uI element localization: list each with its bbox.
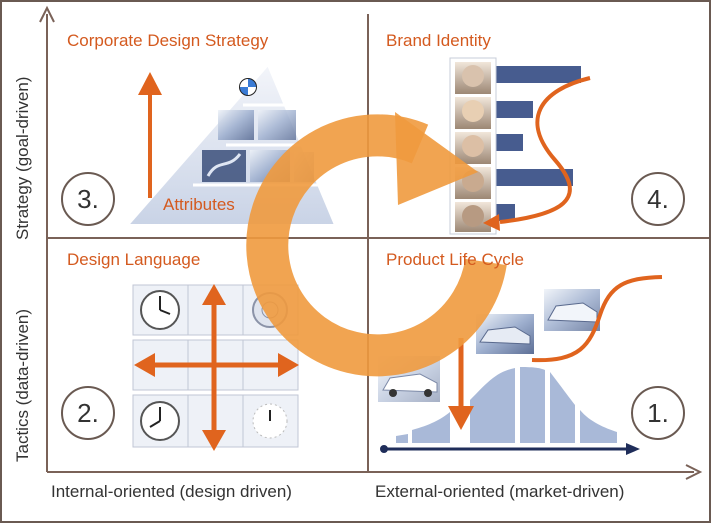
y-axis-label-strategy: Strategy (goal-driven) bbox=[13, 76, 32, 240]
car-photo-icon bbox=[476, 314, 534, 354]
product-life-cycle-title: Product Life Cycle bbox=[386, 250, 524, 269]
car-photo-icon bbox=[544, 289, 600, 331]
corporate-design-strategy-title: Corporate Design Strategy bbox=[67, 31, 269, 50]
cross-arrow-up-icon bbox=[202, 284, 226, 305]
clock-icon bbox=[252, 403, 288, 439]
quadrant-number-4: 4. bbox=[631, 172, 685, 226]
brand-identity-graphic bbox=[449, 57, 591, 235]
brand-s-curve-arrow-icon bbox=[483, 214, 500, 231]
growth-s-curve bbox=[531, 275, 663, 363]
y-axis-arrow-icon bbox=[39, 5, 55, 23]
cross-arrow-left-icon bbox=[134, 353, 155, 377]
x-axis-label-external: External-oriented (market-driven) bbox=[375, 482, 625, 501]
brand-identity-title: Brand Identity bbox=[386, 31, 491, 50]
decline-arrow-head-icon bbox=[448, 406, 474, 430]
timeline-arrow-icon bbox=[626, 443, 640, 455]
x-axis-arrow-icon bbox=[685, 464, 703, 480]
pyramid-photo bbox=[258, 110, 296, 140]
y-axis-label-tactics: Tactics (data-driven) bbox=[13, 308, 32, 462]
timeline-start-dot bbox=[380, 445, 388, 453]
attributes-label: Attributes bbox=[163, 195, 235, 214]
quadrant-number-1: 1. bbox=[631, 386, 685, 440]
cycle-arrow-icon bbox=[246, 112, 507, 377]
strategy-arrow-head-icon bbox=[138, 72, 162, 95]
pyramid-photo bbox=[218, 110, 254, 140]
face-photo-icon bbox=[449, 57, 497, 235]
clock-icon bbox=[140, 401, 180, 441]
brand-s-curve bbox=[499, 76, 591, 224]
cross-arrow-right-icon bbox=[278, 353, 299, 377]
x-axis-label-internal: Internal-oriented (design driven) bbox=[51, 482, 292, 501]
identity-bars bbox=[493, 66, 581, 221]
car-photo-icon bbox=[378, 356, 440, 402]
bmw-logo-icon bbox=[239, 78, 257, 96]
quadrant-number-2: 2. bbox=[61, 386, 115, 440]
clock-icon bbox=[140, 290, 180, 330]
distribution-bars bbox=[396, 367, 617, 443]
quadrant-number-3: 3. bbox=[61, 172, 115, 226]
product-life-cycle-graphic bbox=[378, 275, 663, 455]
design-language-title: Design Language bbox=[67, 250, 201, 269]
cross-arrow-down-icon bbox=[202, 430, 226, 451]
